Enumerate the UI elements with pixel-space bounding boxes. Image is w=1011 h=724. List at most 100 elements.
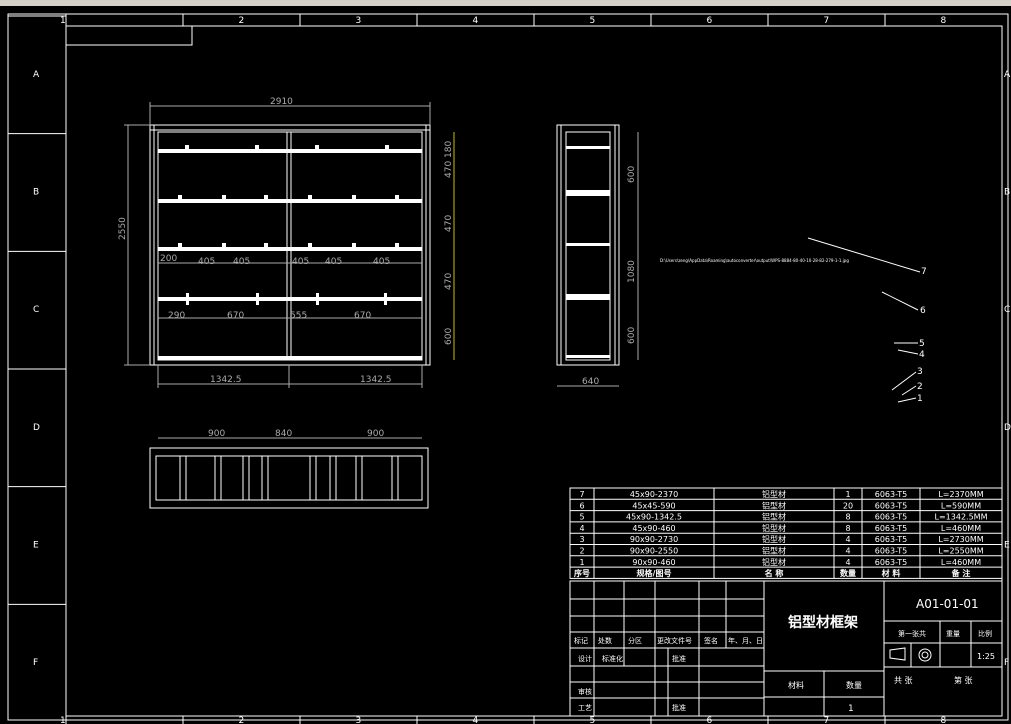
scale-label: 比例 xyxy=(978,629,992,638)
front-view[interactable]: 2910 2550 470 180 470 470 600 200 405 40… xyxy=(118,97,455,388)
part-balloons[interactable]: 7 6 5 4 3 2 1 xyxy=(807,237,927,404)
bom-cell-name: 铝型材 xyxy=(762,546,786,556)
balloon-7[interactable]: 7 xyxy=(921,267,927,277)
title-block[interactable]: 标记 处数 分区 更改文件号 签名 年、月、日 设计 标准化 批准 审核 工艺 … xyxy=(569,580,1003,717)
bom-cell-material: 6063-T5 xyxy=(875,558,908,567)
bom-cell-name: 铝型材 xyxy=(762,534,786,544)
bom-cell-spec: 90x90-2550 xyxy=(630,547,678,556)
plan-dim-3: 900 xyxy=(367,429,384,439)
rev-label-6: 年、月、日 xyxy=(728,636,763,645)
left-ruler-label: E xyxy=(33,541,39,551)
bom-cell-qty: 4 xyxy=(845,558,850,567)
balloon-5[interactable]: 5 xyxy=(919,339,925,349)
bom-cell-qty: 8 xyxy=(845,524,850,533)
shelf-2 xyxy=(158,199,422,203)
sheet-number: 第 张 xyxy=(954,675,973,685)
dim-right-5: 600 xyxy=(444,328,454,345)
top-ruler-label: 8 xyxy=(941,16,947,26)
shelf-bottom xyxy=(158,356,422,360)
top-ruler-label: 2 xyxy=(239,16,245,26)
dim-overall-height: 2550 xyxy=(118,217,128,240)
dim-row3-6: 405 xyxy=(373,257,390,267)
side-frame-outer xyxy=(556,124,620,366)
sheet-label: 第一张共 xyxy=(898,629,926,638)
bom-cell-name: 铝型材 xyxy=(762,489,786,499)
shelf-brackets xyxy=(178,145,399,305)
balloon-4[interactable]: 4 xyxy=(919,350,925,360)
dim-row4-3: 555 xyxy=(290,311,307,321)
dim-right-1: 470 xyxy=(444,161,454,178)
label-design: 设计 xyxy=(578,654,592,663)
side-shelf-3 xyxy=(566,243,610,246)
side-dim-3: 600 xyxy=(627,327,637,344)
side-view[interactable]: 600 1080 600 640 xyxy=(556,124,639,387)
bom-cell-spec: 90x90-2730 xyxy=(630,535,678,544)
bom-cell-qty: 8 xyxy=(845,513,850,522)
bottom-ruler-label: 3 xyxy=(356,716,362,724)
projection-trapezoid-icon xyxy=(889,647,906,661)
corner-label-box xyxy=(65,25,193,46)
bom-cell-material: 6063-T5 xyxy=(875,524,908,533)
right-ruler-label: F xyxy=(1004,658,1009,668)
right-ruler-label: B xyxy=(1004,188,1010,198)
bom-cell-note: L=590MM xyxy=(941,501,981,510)
top-ruler-label: 5 xyxy=(590,16,596,26)
dim-row4-1: 290 xyxy=(168,311,185,321)
balloon-6[interactable]: 6 xyxy=(920,306,926,316)
bom-cell-material: 6063-T5 xyxy=(875,535,908,544)
bottom-ruler-label: 2 xyxy=(239,716,245,724)
left-ruler-label: A xyxy=(33,70,40,80)
bottom-ruler-label: 7 xyxy=(824,716,830,724)
title-grid xyxy=(570,581,1002,716)
bom-cell-material: 6063-T5 xyxy=(875,501,908,510)
bom-header-no: 序号 xyxy=(574,568,590,578)
bom-cell-spec: 45x90-1342.5 xyxy=(626,513,682,522)
bom-cell-note: L=2370MM xyxy=(938,490,983,499)
bom-cell-material: 6063-T5 xyxy=(875,547,908,556)
bom-cell-no: 1 xyxy=(579,558,584,567)
label-review: 审核 xyxy=(578,687,592,696)
balloon-1[interactable]: 1 xyxy=(917,394,923,404)
bom-cell-note: L=460MM xyxy=(941,524,981,533)
bom-cell-note: L=1342.5MM xyxy=(935,513,988,522)
rev-label-2: 处数 xyxy=(598,636,612,645)
dim-right-2: 180 xyxy=(444,141,454,158)
balloon-3[interactable]: 3 xyxy=(917,367,923,377)
bom-header-qty: 数量 xyxy=(840,568,856,578)
dim-row3-3: 405 xyxy=(233,257,250,267)
plan-dim-1: 900 xyxy=(208,429,225,439)
plan-view[interactable]: 900 840 900 xyxy=(149,429,429,509)
balloon-2[interactable]: 2 xyxy=(917,382,923,392)
top-ruler-label: 6 xyxy=(707,16,713,26)
side-dim-2: 1080 xyxy=(627,260,637,283)
front-frame-outer xyxy=(149,124,431,366)
dim-overall-width: 2910 xyxy=(270,97,293,107)
left-ruler-label: D xyxy=(33,423,40,433)
dim-row4-4: 670 xyxy=(354,311,371,321)
bom-cell-note: L=460MM xyxy=(941,558,981,567)
dim-row3-2: 405 xyxy=(198,257,215,267)
side-shelf-2 xyxy=(566,190,610,196)
bom-cell-no: 5 xyxy=(579,513,584,522)
shelf-3 xyxy=(158,247,422,251)
shelf-4 xyxy=(158,297,422,301)
bom-cell-no: 7 xyxy=(579,490,584,499)
dim-row3-5: 405 xyxy=(325,257,342,267)
label-approve: 批准 xyxy=(672,703,686,712)
bottom-ruler-label: 4 xyxy=(473,716,479,724)
bom-header-material: 材 料 xyxy=(882,568,901,578)
bom-cell-no: 4 xyxy=(579,524,584,533)
projection-circle-icon xyxy=(918,648,932,662)
plan-members xyxy=(179,455,399,501)
